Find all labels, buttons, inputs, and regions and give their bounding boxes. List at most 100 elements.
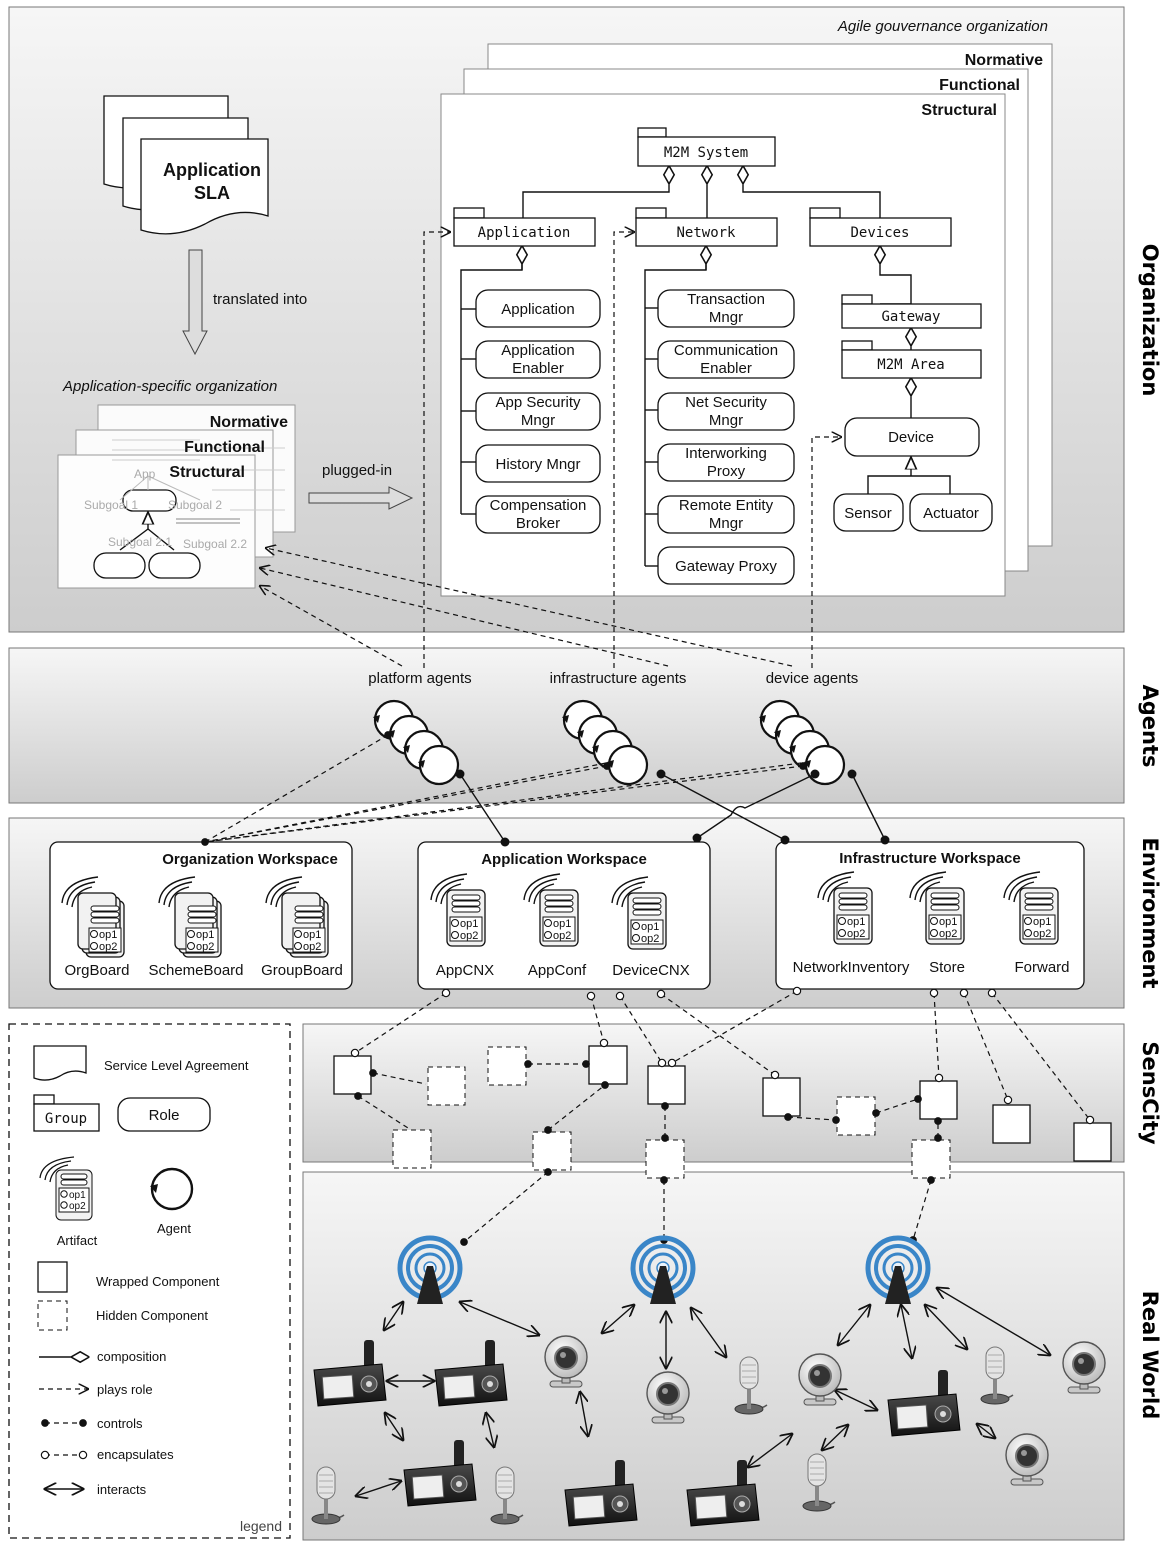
layer-label-realworld: Real World: [1138, 1291, 1160, 1420]
sheet-structural: Structural: [921, 102, 997, 119]
group-m2m-area: M2M Area: [877, 357, 944, 373]
mini-subgoal1: Subgoal 1: [84, 498, 138, 512]
legend-sla-label: Service Level Agreement: [104, 1058, 249, 1073]
antenna-icon: [865, 1235, 931, 1304]
webcam-icon: [544, 1335, 588, 1388]
artifact-op2: op2: [196, 941, 214, 953]
artifact-label-networkinventory: NetworkInventory: [793, 959, 910, 976]
sla-document-icon: [103, 95, 269, 235]
artifact-op1: op1: [641, 921, 659, 933]
artifact-op1: op1: [847, 916, 865, 928]
agent-group: [373, 699, 460, 786]
encapsulates-links: [350, 986, 1095, 1125]
legend-title: legend: [240, 1518, 282, 1534]
artifact-label-store: Store: [929, 959, 965, 976]
sheet-normative: Normative: [965, 52, 1043, 69]
role-gateway-proxy: Gateway Proxy: [675, 558, 777, 575]
real-world-devices: [311, 1235, 1106, 1527]
artifact-label-forward: Forward: [1014, 959, 1069, 976]
handheld-device-icon: [564, 1460, 638, 1527]
role-actuator: Actuator: [923, 505, 979, 522]
legend: [8, 1023, 291, 1539]
artifact-op1: op1: [196, 929, 214, 941]
handheld-device-icon: [686, 1460, 760, 1527]
microphone-icon: [490, 1466, 524, 1525]
artifact-op2: op2: [99, 941, 117, 953]
svg-text:op2: op2: [69, 1201, 86, 1212]
legend-artifact-label: Artifact: [57, 1233, 98, 1248]
legend-composition-label: composition: [97, 1349, 166, 1364]
agent-icon: [607, 744, 649, 786]
artifact-op1: op1: [1033, 916, 1051, 928]
layer-label-agents: Agents: [1138, 684, 1160, 767]
workspace-infrastructure-title: Infrastructure Workspace: [839, 850, 1020, 867]
role-application: Application: [501, 301, 574, 318]
plugged-in-label: plugged-in: [322, 462, 392, 479]
controls-links-senscity: [354, 1060, 942, 1142]
application-roles: [475, 289, 601, 534]
role-net-security-l1: Net Security: [685, 394, 767, 411]
layer-label-senscity: SensCity: [1138, 1041, 1160, 1144]
role-sensor: Sensor: [844, 505, 892, 522]
network-roles: [657, 289, 795, 585]
role-interworking-l1: Interworking: [685, 445, 767, 462]
artifact-op1: op1: [99, 929, 117, 941]
svg-text:op1: op1: [69, 1190, 86, 1201]
platform-agents-label: platform agents: [368, 670, 471, 687]
group-application: Application: [478, 225, 571, 241]
legend-interacts-label: interacts: [97, 1482, 147, 1497]
layer-label-organization: Organization: [1138, 244, 1160, 397]
legend-wrapped-icon: [37, 1261, 68, 1293]
artifact-op2: op2: [303, 941, 321, 953]
artifact-op1: op1: [939, 916, 957, 928]
webcam-icon: [798, 1353, 842, 1406]
group-m2m-system: M2M System: [664, 145, 748, 161]
mini-structural: Structural: [169, 464, 245, 481]
role-net-security-l2: Mngr: [709, 412, 743, 429]
layer-label-environment: Environment: [1138, 837, 1160, 988]
interact-arrows: [356, 1288, 1050, 1496]
legend-hidden-label: Hidden Component: [96, 1308, 208, 1323]
app-specific-sheets: [57, 404, 296, 589]
role-application-enabler-l2: Enabler: [512, 360, 564, 377]
role-compensation-l2: Broker: [516, 515, 560, 532]
artifact-label-appconf: AppConf: [528, 962, 587, 979]
role-transaction-l1: Transaction: [687, 291, 765, 308]
artifact-op2: op2: [1033, 928, 1051, 940]
legend-wrapped-label: Wrapped Component: [96, 1274, 220, 1289]
artifact-op1: op1: [303, 929, 321, 941]
sla-label-line1: Application: [163, 160, 261, 180]
antenna-icon: [630, 1235, 696, 1304]
artifact-label-appcnx: AppCNX: [436, 962, 494, 979]
role-application-enabler-l1: Application: [501, 342, 574, 359]
legend-sla-icon: [33, 1045, 87, 1081]
legend-role-icon: [117, 1097, 211, 1132]
handheld-device-icon: [403, 1440, 477, 1507]
role-remote-entity-l1: Remote Entity: [679, 497, 774, 514]
structural-diagram: M2M System Application Network Devices: [453, 127, 982, 567]
microphone-icon: [311, 1466, 345, 1525]
webcam-icon: [1005, 1433, 1049, 1486]
microphone-icon: [734, 1356, 768, 1415]
mini-app: App: [134, 467, 156, 481]
legend-agent-label: Agent: [157, 1221, 191, 1236]
artifact-op2: op2: [847, 928, 865, 940]
artifact-op1: op1: [460, 918, 478, 930]
microphone-icon: [802, 1453, 836, 1512]
artifact-label-orgboard: OrgBoard: [64, 962, 129, 979]
legend-plays-role-label: plays role: [97, 1382, 153, 1397]
role-interworking-l2: Proxy: [707, 463, 746, 480]
role-app-security-l1: App Security: [495, 394, 581, 411]
mini-normative: Normative: [210, 414, 288, 431]
agent-icon: [418, 744, 460, 786]
artifact-label-schemeboard: SchemeBoard: [148, 962, 243, 979]
